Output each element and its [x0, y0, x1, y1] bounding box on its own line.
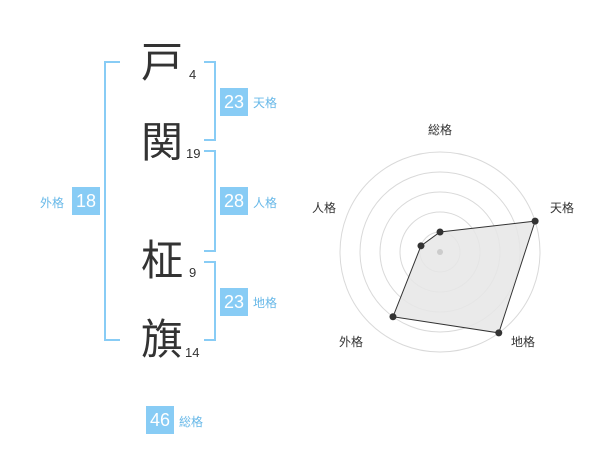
radar-label-gaikaku: 外格 — [339, 335, 364, 349]
tenkaku-label: 天格 — [253, 96, 278, 110]
gaikaku-label: 外格 — [40, 196, 65, 210]
jinkaku-label: 人格 — [253, 196, 278, 210]
chikaku-badge: 23 — [220, 288, 248, 316]
radar-polygon — [392, 220, 536, 334]
stroke-count-1: 4 — [189, 67, 197, 82]
radar-point — [417, 242, 425, 250]
tenkaku-bracket — [204, 61, 216, 141]
soukaku-label: 総格 — [179, 415, 204, 429]
name-char-3: 柾 — [141, 236, 184, 285]
radar-label-jinkaku: 人格 — [312, 201, 337, 215]
jinkaku-bracket — [204, 150, 216, 252]
soukaku-badge: 46 — [146, 406, 174, 434]
radar-points — [389, 217, 539, 337]
radar-point — [436, 228, 444, 236]
stroke-count-3: 9 — [189, 265, 197, 280]
gaikaku-bracket — [104, 61, 120, 341]
radar-ring — [339, 151, 541, 353]
radar-point — [389, 313, 397, 321]
chikaku-bracket — [204, 261, 216, 341]
name-char-4: 旗 — [141, 315, 184, 364]
stroke-count-4: 14 — [185, 345, 200, 360]
name-char-1: 戸 — [141, 38, 184, 87]
radar-label-chikaku: 地格 — [511, 335, 536, 349]
radar-center-dot — [437, 249, 443, 255]
radar-label-soukaku: 総格 — [428, 123, 453, 137]
radar-point — [531, 217, 539, 225]
gaikaku-badge: 18 — [72, 187, 100, 215]
radar-label-tenkaku: 天格 — [550, 201, 575, 215]
jinkaku-badge: 28 — [220, 187, 248, 215]
chikaku-label: 地格 — [253, 296, 278, 310]
name-char-2: 関 — [141, 118, 184, 167]
stroke-count-2: 19 — [186, 146, 201, 161]
fortune-radar-chart — [339, 151, 541, 353]
tenkaku-badge: 23 — [220, 88, 248, 116]
radar-point — [495, 329, 503, 337]
